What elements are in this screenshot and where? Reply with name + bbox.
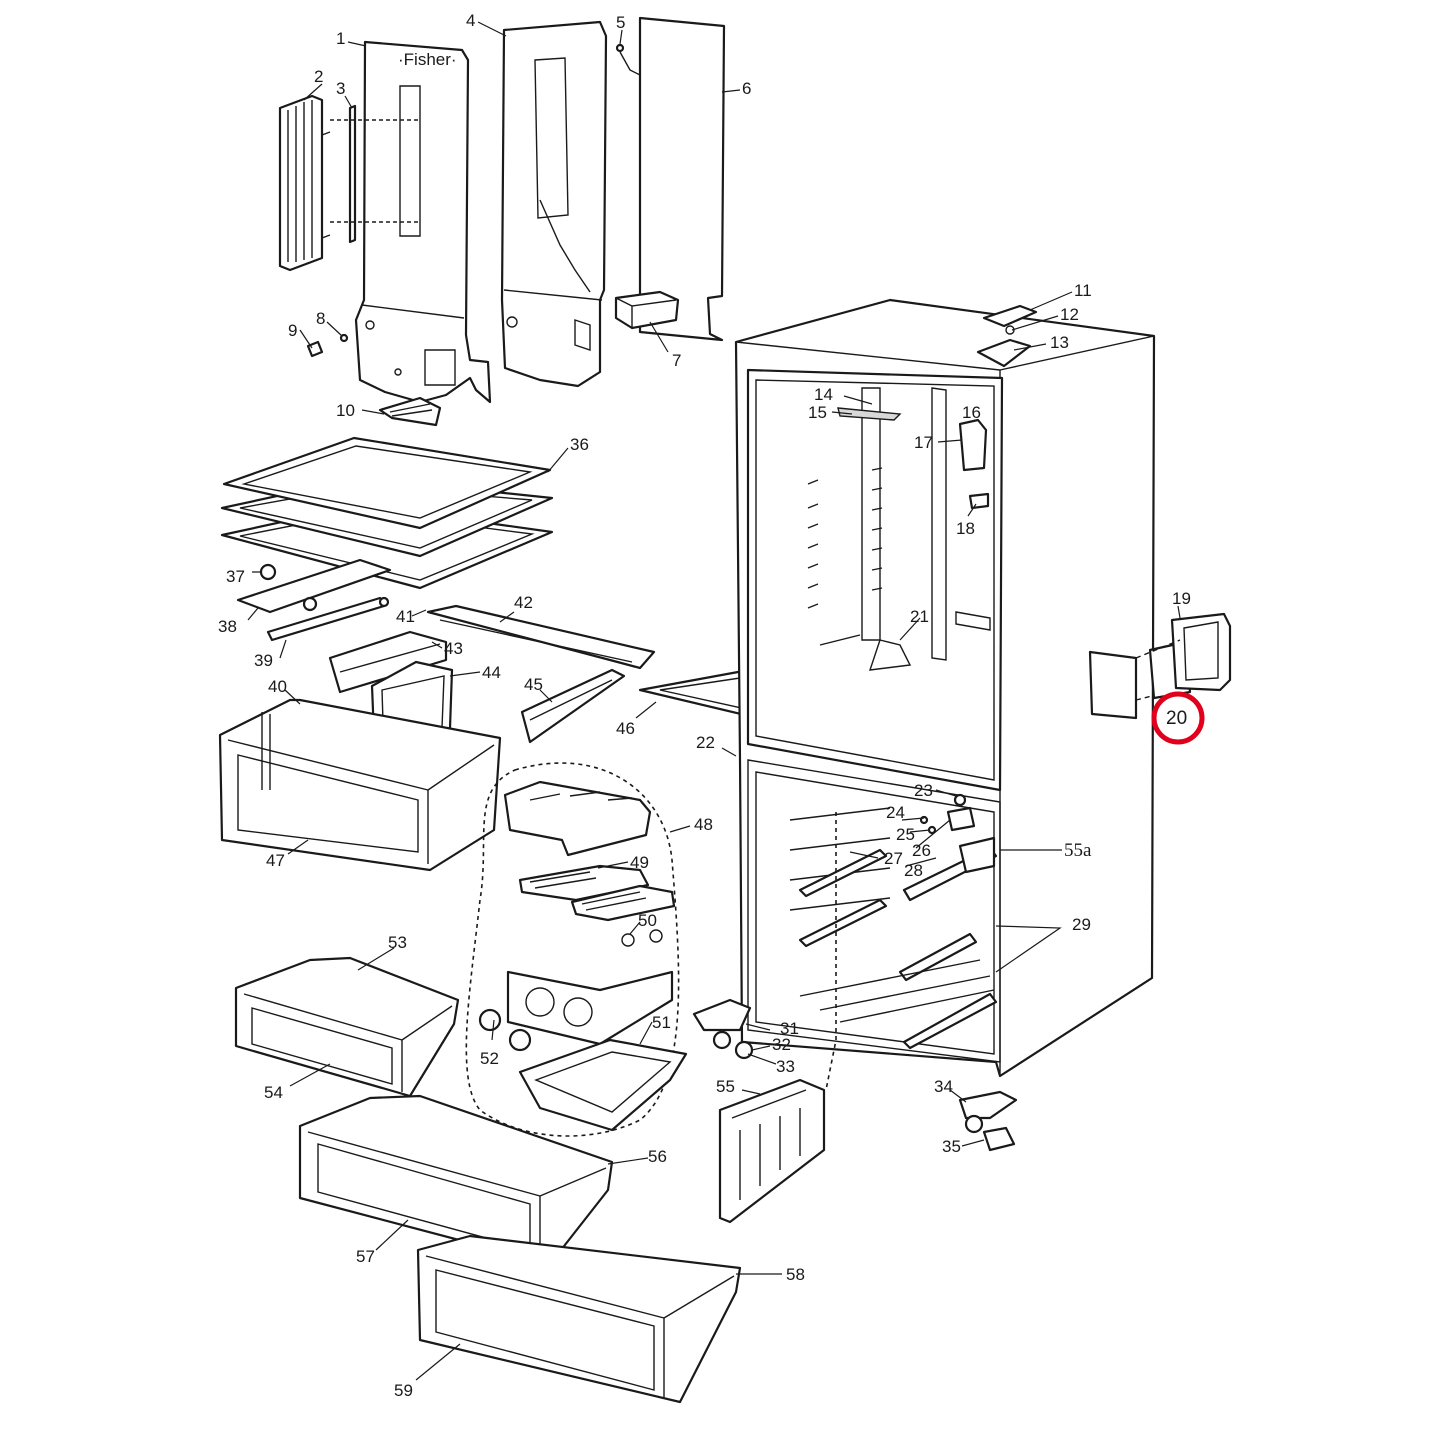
label-29: 29 <box>1072 915 1091 934</box>
label-3: 3 <box>336 79 345 98</box>
label-40: 40 <box>268 677 287 696</box>
parts-23-26-hinge-small <box>919 793 976 835</box>
label-14: 14 <box>814 385 833 404</box>
label-53: 53 <box>388 933 407 952</box>
label-44: 44 <box>482 663 501 682</box>
part-3-strip <box>348 104 357 244</box>
label-51: 51 <box>652 1013 671 1032</box>
label-4: 4 <box>466 11 475 30</box>
part-10-bracket <box>378 396 442 427</box>
label-11: 11 <box>1074 281 1092 300</box>
part-55-cover <box>718 1078 826 1224</box>
parts-11-12-13-top-hinge <box>976 304 1038 368</box>
part-2-handle <box>278 94 331 272</box>
label-38: 38 <box>218 617 237 636</box>
part-19-20-side-handle <box>1088 612 1232 720</box>
label-15: 15 <box>808 403 827 422</box>
label-5: 5 <box>616 13 625 32</box>
part-53-54-drawer <box>234 956 460 1098</box>
label-6: 6 <box>742 79 751 98</box>
label-10: 10 <box>336 401 355 420</box>
label-27: 27 <box>884 849 903 868</box>
label-31: 31 <box>780 1019 799 1038</box>
label-26: 26 <box>912 841 931 860</box>
label-21: 21 <box>910 607 929 626</box>
label-50: 50 <box>638 911 657 930</box>
label-13: 13 <box>1050 333 1069 352</box>
label-45: 45 <box>524 675 543 694</box>
label-54: 54 <box>264 1083 283 1102</box>
svg-text:·Fisher·: ·Fisher· <box>398 50 457 69</box>
label-43: 43 <box>444 639 463 658</box>
part-7-block <box>614 290 680 330</box>
parts-37-38-39-rail-assembly <box>236 558 392 642</box>
label-16: 16 <box>962 403 981 422</box>
label-25: 25 <box>896 825 915 844</box>
highlight-circle-part-20 <box>1151 691 1205 745</box>
label-2: 2 <box>314 67 323 86</box>
label-47: 47 <box>266 851 285 870</box>
label-23: 23 <box>914 781 933 800</box>
parts-34-35-bottom-hinge <box>958 1090 1018 1152</box>
label-41: 41 <box>396 607 415 626</box>
parts-8-9-screws <box>306 333 349 358</box>
part-40-47-crisper-drawer <box>218 698 502 872</box>
label-18: 18 <box>956 519 975 538</box>
label-42: 42 <box>514 593 533 612</box>
label-57: 57 <box>356 1247 375 1266</box>
label-1: 1 <box>336 29 345 48</box>
label-52: 52 <box>480 1049 499 1068</box>
label-20: 20 <box>1166 708 1187 729</box>
label-39: 39 <box>254 651 273 670</box>
label-8: 8 <box>316 309 325 328</box>
label-49: 49 <box>630 853 649 872</box>
label-22: 22 <box>696 733 715 752</box>
cabinet-body <box>734 298 1156 1091</box>
label-58: 58 <box>786 1265 805 1284</box>
part-43-bracket <box>328 630 448 694</box>
parts-31-32-33-leveller <box>692 998 754 1060</box>
part-58-59-drawer <box>416 1234 742 1404</box>
label-36: 36 <box>570 435 589 454</box>
label-9: 9 <box>288 321 297 340</box>
part-42-rail <box>426 604 656 670</box>
label-55a: 55a <box>1064 840 1092 861</box>
part-labels: 1 2 3 4 5 6 7 8 9 10 11 12 13 14 15 16 1… <box>218 11 1191 1400</box>
part-6-back-panel <box>638 16 726 342</box>
part-48-ice-maker-group <box>465 762 688 1137</box>
label-24: 24 <box>886 803 905 822</box>
label-46: 46 <box>616 719 635 738</box>
leader-lines <box>247 21 1181 1381</box>
part-1-cover-panel: ·Fisher· <box>330 40 492 404</box>
label-37: 37 <box>226 567 245 586</box>
part-4-evaporator-housing <box>500 20 608 388</box>
label-59: 59 <box>394 1381 413 1400</box>
label-55: 55 <box>716 1077 735 1096</box>
label-12: 12 <box>1060 305 1079 324</box>
label-32: 32 <box>772 1035 791 1054</box>
part-45-rail <box>520 668 626 744</box>
label-56: 56 <box>648 1147 667 1166</box>
label-48: 48 <box>694 815 713 834</box>
label-19: 19 <box>1172 589 1191 608</box>
label-28: 28 <box>904 861 923 880</box>
label-34: 34 <box>934 1077 953 1096</box>
label-35: 35 <box>942 1137 961 1156</box>
label-17: 17 <box>914 433 933 452</box>
label-33: 33 <box>776 1057 795 1076</box>
label-7: 7 <box>672 351 681 370</box>
